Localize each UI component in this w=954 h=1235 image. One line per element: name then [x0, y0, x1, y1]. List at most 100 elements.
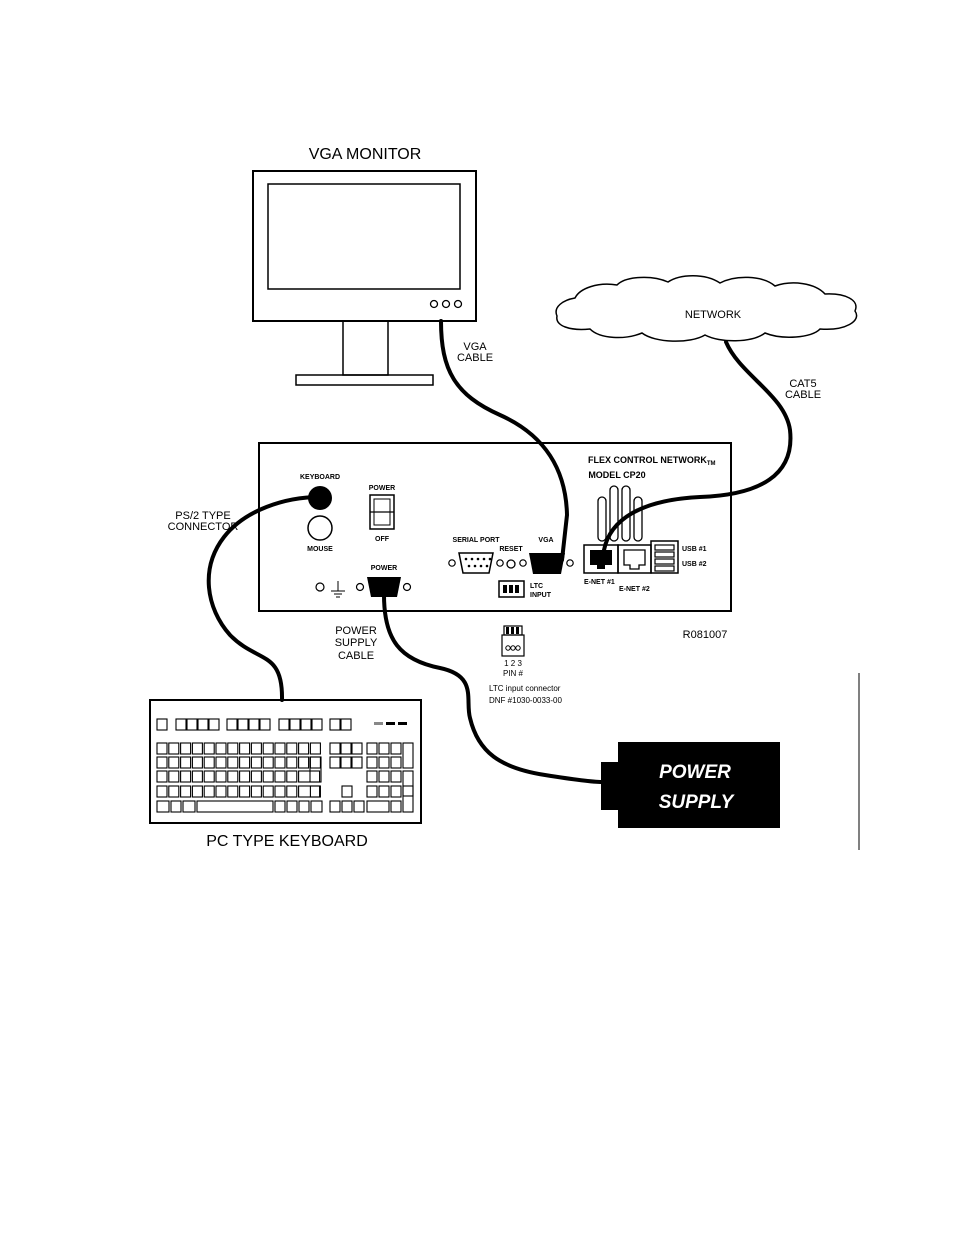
keyboard-key [215, 785, 227, 798]
keyboard-key [227, 785, 239, 798]
enet1-label: E-NET #1 [584, 579, 615, 586]
keyboard-key [366, 770, 378, 783]
keyboard-key [180, 742, 192, 755]
serial-port-label: SERIAL PORT [453, 537, 501, 544]
keyboard-key [378, 785, 390, 798]
keyboard-key [175, 718, 187, 731]
keyboard-key [289, 718, 301, 731]
keyboard-key [286, 800, 298, 813]
usb2-label: USB #2 [682, 561, 707, 568]
keyboard-key [309, 785, 321, 798]
ltc-input-label-1: LTC [530, 583, 543, 590]
cp20-device: FLEX CONTROL NETWORKTM MODEL CP20 KEYBOA… [258, 442, 732, 612]
svg-text:CONNECTOR: CONNECTOR [168, 521, 239, 533]
cat5-cable-label: CAT5 CABLE [785, 378, 821, 401]
keyboard-key [402, 742, 414, 769]
dnf-part-label: DNF #1030-0033-00 [489, 696, 562, 705]
keyboard-key [156, 756, 168, 769]
vent-slots [597, 485, 643, 542]
keyboard-key [340, 742, 352, 755]
svg-text:PS/2 TYPE: PS/2 TYPE [175, 510, 230, 522]
keyboard-key [390, 800, 402, 813]
ltc-input-port [498, 580, 525, 598]
vga-port-label: VGA [538, 537, 553, 544]
device-title: FLEX CONTROL NETWORKTM [588, 455, 716, 467]
keyboard-key [226, 718, 238, 731]
svg-text:CABLE: CABLE [785, 389, 821, 401]
keyboard-key [168, 742, 180, 755]
keyboard-key [168, 756, 180, 769]
power-switch-label: POWER [369, 485, 395, 492]
network-cloud-outline [555, 275, 858, 342]
keyboard-key [180, 756, 192, 769]
keyboard-key [378, 756, 390, 769]
enet1-port [583, 544, 619, 574]
keyboard-key [278, 718, 290, 731]
pc-keyboard-label: PC TYPE KEYBOARD [206, 833, 368, 850]
keyboard-key [186, 718, 198, 731]
keyboard-key [203, 785, 215, 798]
keyboard-key [298, 756, 310, 769]
pc-keyboard: PC TYPE KEYBOARD [149, 699, 422, 850]
keyboard-key [239, 770, 251, 783]
keyboard-key [402, 785, 414, 813]
power-supply-cable-label: POWER SUPPLY CABLE [335, 625, 378, 662]
keyboard-led-icon [398, 722, 407, 725]
keyboard-key [203, 742, 215, 755]
keyboard-key [309, 756, 321, 769]
vga-port-screw-icon [519, 559, 527, 567]
power-supply: POWER SUPPLY [601, 742, 780, 828]
keyboard-key [262, 770, 274, 783]
keyboard-key [340, 756, 352, 769]
power-supply-box [618, 742, 780, 828]
keyboard-key [309, 756, 322, 783]
keyboard-key [378, 742, 390, 755]
keyboard-key [156, 785, 168, 798]
network-label: NETWORK [685, 309, 742, 321]
keyboard-key [311, 718, 323, 731]
keyboard-key [203, 770, 215, 783]
serial-port [448, 552, 504, 574]
keyboard-key [156, 718, 168, 731]
keyboard-key [180, 770, 192, 783]
keyboard-key [351, 756, 363, 769]
keyboard-body [149, 699, 422, 824]
keyboard-key [353, 800, 365, 813]
keyboard-key [390, 756, 402, 769]
keyboard-key [227, 742, 239, 755]
ground-terminal-icon [315, 582, 325, 592]
keyboard-key [286, 785, 298, 798]
ltc-connector-label: LTC input connector [489, 684, 561, 693]
keyboard-key [340, 718, 352, 731]
monitor-button-icon [441, 299, 451, 309]
mouse-port-label: MOUSE [307, 546, 333, 553]
keyboard-key [390, 742, 402, 755]
keyboard-key [227, 770, 239, 783]
device-model: MODEL CP20 [588, 470, 645, 480]
keyboard-key [215, 770, 227, 783]
keyboard-key [274, 770, 286, 783]
keyboard-key [196, 800, 274, 813]
keyboard-key [156, 770, 168, 783]
keyboard-key [203, 756, 215, 769]
ltc-input-connector-detail: 1 2 3 PIN # LTC input connector DNF #103… [489, 625, 562, 705]
vga-port [529, 553, 565, 574]
keyboard-key [170, 800, 182, 813]
keyboard-led-icon [386, 722, 395, 725]
keyboard-key [286, 742, 298, 755]
power-switch-off-label: OFF [375, 536, 390, 543]
reset-button [506, 559, 516, 569]
svg-text:VGA: VGA [463, 341, 487, 353]
vga-port-screw-icon [566, 559, 574, 567]
cables [206, 319, 793, 784]
enet2-label: E-NET #2 [619, 586, 650, 593]
keyboard-key [182, 800, 196, 813]
pin-numbers: 1 2 3 [504, 659, 522, 668]
cat5-cable [602, 340, 793, 552]
keyboard-key [402, 770, 414, 797]
keyboard-key [215, 756, 227, 769]
monitor-screen [267, 183, 461, 290]
keyboard-key [262, 785, 274, 798]
enet2-port [617, 544, 652, 574]
keyboard-key [329, 800, 341, 813]
